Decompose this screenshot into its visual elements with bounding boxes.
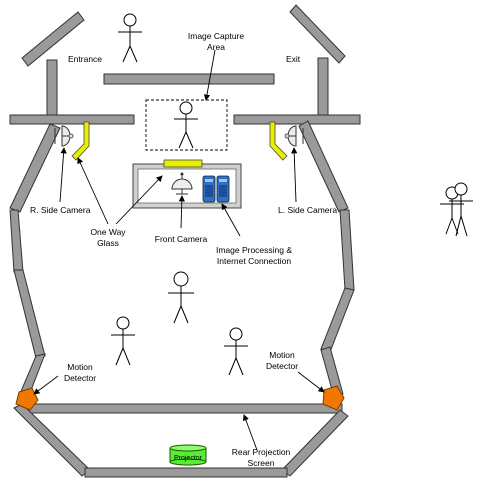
- processing-label-line2: Internet Connection: [217, 256, 291, 266]
- left-outer-wall: [9, 123, 61, 399]
- rear-screen-label-line2: Screen: [248, 458, 275, 468]
- front-camera-icon: [171, 172, 193, 195]
- bottom-wall: [84, 467, 288, 478]
- entrance-wall: [21, 11, 85, 117]
- entrance-label: Entrance: [68, 54, 102, 64]
- bottom-right-wall: [281, 409, 349, 477]
- motion-detector-right-icon: [322, 385, 345, 411]
- person-entrance-figure: [118, 13, 142, 63]
- front-one-way-glass: [163, 159, 203, 168]
- r-side-camera-label: R. Side Camera: [30, 205, 91, 215]
- image-capture-area: [145, 99, 228, 151]
- projector-label: Projector: [174, 455, 203, 462]
- rear-screen-wall: [23, 403, 343, 414]
- person-center-figure: [168, 271, 194, 324]
- upper-left-wall: [9, 114, 135, 125]
- left-one-way-glass: [71, 121, 90, 161]
- motion-detector-left-icon: [15, 387, 39, 411]
- motion-detector-left-label-line2: Detector: [64, 373, 96, 383]
- l-side-camera-label: L. Side Camera: [278, 205, 337, 215]
- capture-area-label-line2: Area: [207, 42, 225, 52]
- server-icon: [202, 175, 230, 203]
- bottom-left-wall: [13, 403, 91, 477]
- callout-arrows: [33, 49, 325, 451]
- person-capture-figure: [174, 101, 198, 149]
- center-divider-wall: [103, 73, 275, 85]
- motion-detector-right-label-line2: Detector: [266, 361, 298, 371]
- r-side-camera-icon: [54, 125, 74, 147]
- right-one-way-glass: [269, 121, 288, 161]
- person-outside-pair-figure: [440, 182, 473, 237]
- processing-label-line1: Image Processing &: [216, 245, 292, 255]
- person-right-figure: [224, 327, 248, 376]
- person-left-figure: [111, 316, 135, 366]
- one-way-glass-label-line1: One Way: [90, 227, 126, 237]
- exit-label: Exit: [286, 54, 301, 64]
- capture-area-label-line1: Image Capture: [188, 31, 244, 41]
- rear-screen-label-line1: Rear Projection: [232, 447, 291, 457]
- l-side-camera-icon: [284, 125, 304, 147]
- front-camera-label: Front Camera: [155, 234, 208, 244]
- one-way-glass-label-line2: Glass: [97, 238, 119, 248]
- right-outer-wall: [298, 120, 355, 398]
- motion-detector-left-label-line1: Motion: [67, 362, 93, 372]
- upper-right-wall: [233, 114, 361, 125]
- projector-icon: [169, 444, 207, 466]
- motion-detector-right-label-line1: Motion: [269, 350, 295, 360]
